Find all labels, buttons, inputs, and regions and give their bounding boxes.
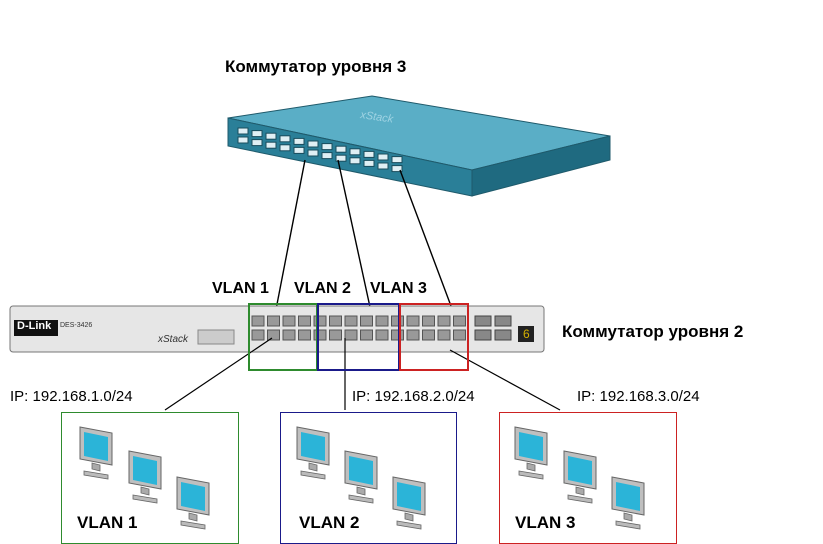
l2-port <box>251 315 265 327</box>
l2-switch <box>9 305 545 353</box>
workstation-icon <box>391 475 429 531</box>
l3-port <box>293 137 305 145</box>
vlan1-heading: VLAN 1 <box>212 280 269 297</box>
l3-port <box>251 130 263 138</box>
l3-port <box>293 146 305 154</box>
l3-port <box>265 141 277 149</box>
l2-port <box>282 315 296 327</box>
l2-port <box>422 315 435 327</box>
vlan2-subnet: IP: 192.168.2.0/24 <box>352 388 475 405</box>
l2-port <box>391 329 404 341</box>
l2-port <box>298 329 311 341</box>
link-vlan1 <box>271 159 306 331</box>
vlan2-group-label: VLAN 2 <box>299 513 360 532</box>
sfp-port <box>494 329 512 341</box>
svg-text:xStack: xStack <box>359 109 395 126</box>
workstation-icon <box>127 449 165 505</box>
link-vlan2 <box>337 159 376 331</box>
l2-port <box>437 329 451 341</box>
workstation-icon <box>78 425 116 481</box>
l2-port <box>344 329 358 341</box>
vlan2-hosts: VLAN 2 <box>280 412 457 544</box>
l2-port <box>298 315 311 327</box>
l2-port <box>437 315 451 327</box>
brand-logo: D-Link <box>17 320 52 332</box>
vlan3-hosts: VLAN 3 <box>499 412 677 544</box>
l2-port <box>360 315 373 327</box>
l2-port <box>375 329 389 341</box>
vlan3-subnet: IP: 192.168.3.0/24 <box>577 388 700 405</box>
l2-port <box>313 315 327 327</box>
l3-port <box>307 140 319 148</box>
l2-port <box>344 315 358 327</box>
l2-port <box>375 315 389 327</box>
l3-port <box>391 165 403 173</box>
l2-port <box>267 315 280 327</box>
l2-port <box>329 329 342 341</box>
l2-port <box>329 315 342 327</box>
l2-port <box>267 329 280 341</box>
l3-port <box>363 150 375 158</box>
l3-port <box>237 127 249 135</box>
vlan3-heading: VLAN 3 <box>370 280 427 297</box>
l3-port <box>349 148 361 156</box>
vlan2-heading: VLAN 2 <box>294 280 351 297</box>
l3-port <box>363 159 375 167</box>
vlan1-hosts: VLAN 1 <box>61 412 239 544</box>
l3-port <box>279 135 291 143</box>
l3-port <box>237 136 249 144</box>
series-label: xStack <box>158 334 189 345</box>
l3-port <box>321 152 333 160</box>
workstation-icon <box>175 475 213 531</box>
l2-port <box>360 329 373 341</box>
vlan1-port-group <box>248 303 318 371</box>
l2-port <box>391 315 404 327</box>
vlan3-group-label: VLAN 3 <box>515 513 576 532</box>
l2-switch-label: Коммутатор уровня 2 <box>562 322 744 341</box>
l2-port <box>422 329 435 341</box>
l2-port <box>313 329 327 341</box>
l3-port <box>335 145 347 153</box>
l3-port <box>335 154 347 162</box>
l3-port <box>377 162 389 170</box>
workstation-icon <box>513 425 551 481</box>
l3-port <box>321 143 333 151</box>
l2-port <box>251 329 265 341</box>
vlan1-group-label: VLAN 1 <box>77 513 138 532</box>
model-label: DES-3426 <box>60 322 93 329</box>
workstation-icon <box>295 425 333 481</box>
sfp-port <box>474 329 492 341</box>
stack-id: 6 <box>523 327 530 341</box>
l3-port <box>391 156 403 164</box>
l3-port <box>279 144 291 152</box>
l2-port <box>406 329 420 341</box>
l3-port <box>377 153 389 161</box>
vlan2-port-group <box>317 303 400 371</box>
l3-port <box>265 132 277 140</box>
workstation-icon <box>610 475 648 531</box>
sfp-port <box>474 315 492 327</box>
vlan3-port-group <box>399 303 469 371</box>
access-vlan1 <box>164 337 273 411</box>
l3-port <box>251 139 263 147</box>
l3-port <box>307 149 319 157</box>
l2-port <box>453 315 466 327</box>
l3-switch-label: Коммутатор уровня 3 <box>225 57 407 76</box>
workstation-icon <box>343 449 381 505</box>
l3-switch: xStack <box>227 95 611 197</box>
l2-port <box>406 315 420 327</box>
workstation-icon <box>562 449 600 505</box>
sfp-port <box>494 315 512 327</box>
l2-port <box>453 329 466 341</box>
vlan1-subnet: IP: 192.168.1.0/24 <box>10 388 133 405</box>
l3-port <box>349 157 361 165</box>
l2-port <box>282 329 296 341</box>
